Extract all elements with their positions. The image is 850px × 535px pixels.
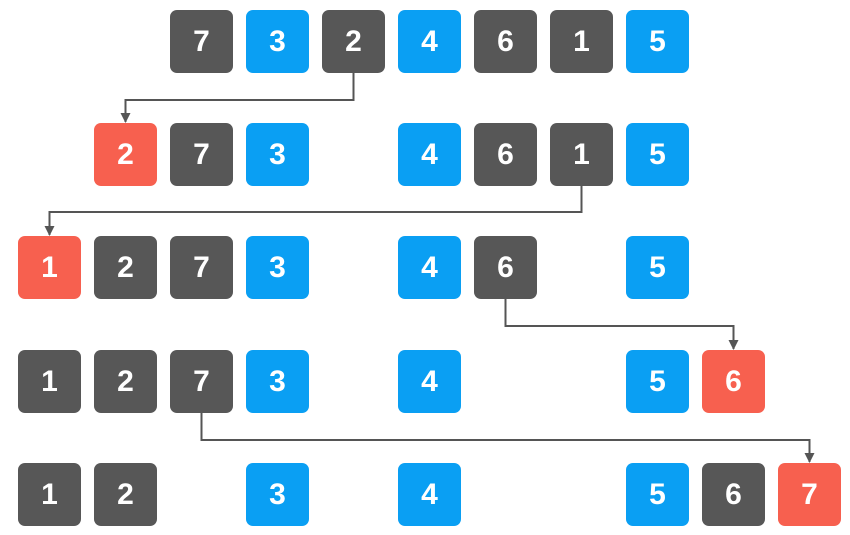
number-tile: 3 bbox=[246, 10, 309, 73]
number-tile: 3 bbox=[246, 123, 309, 186]
number-tile: 2 bbox=[94, 236, 157, 299]
move-arrow bbox=[200, 413, 815, 463]
number-tile: 4 bbox=[398, 123, 461, 186]
number-tile: 1 bbox=[550, 10, 613, 73]
number-tile: 5 bbox=[626, 123, 689, 186]
number-tile: 5 bbox=[626, 463, 689, 526]
number-tile: 4 bbox=[398, 350, 461, 413]
number-tile: 5 bbox=[626, 10, 689, 73]
number-tile: 3 bbox=[246, 236, 309, 299]
number-tile: 1 bbox=[18, 350, 81, 413]
move-arrow bbox=[44, 186, 583, 236]
number-tile: 7 bbox=[170, 10, 233, 73]
number-tile: 1 bbox=[550, 123, 613, 186]
number-tile: 4 bbox=[398, 463, 461, 526]
number-tile: 5 bbox=[626, 350, 689, 413]
number-tile: 5 bbox=[626, 236, 689, 299]
number-tile: 2 bbox=[322, 10, 385, 73]
number-tile: 6 bbox=[702, 463, 765, 526]
number-tile: 7 bbox=[170, 236, 233, 299]
number-tile: 7 bbox=[170, 123, 233, 186]
number-tile: 2 bbox=[94, 123, 157, 186]
move-arrow bbox=[504, 299, 739, 350]
number-tile: 4 bbox=[398, 10, 461, 73]
number-tile: 3 bbox=[246, 350, 309, 413]
number-tile: 6 bbox=[474, 10, 537, 73]
number-tile: 1 bbox=[18, 236, 81, 299]
number-tile: 6 bbox=[702, 350, 765, 413]
number-tile: 3 bbox=[246, 463, 309, 526]
number-tile: 6 bbox=[474, 123, 537, 186]
number-tile: 4 bbox=[398, 236, 461, 299]
number-tile: 2 bbox=[94, 463, 157, 526]
number-tile: 6 bbox=[474, 236, 537, 299]
number-tile: 7 bbox=[170, 350, 233, 413]
move-arrow bbox=[120, 73, 355, 123]
number-tile: 2 bbox=[94, 350, 157, 413]
number-tile: 1 bbox=[18, 463, 81, 526]
number-tile: 7 bbox=[778, 463, 841, 526]
